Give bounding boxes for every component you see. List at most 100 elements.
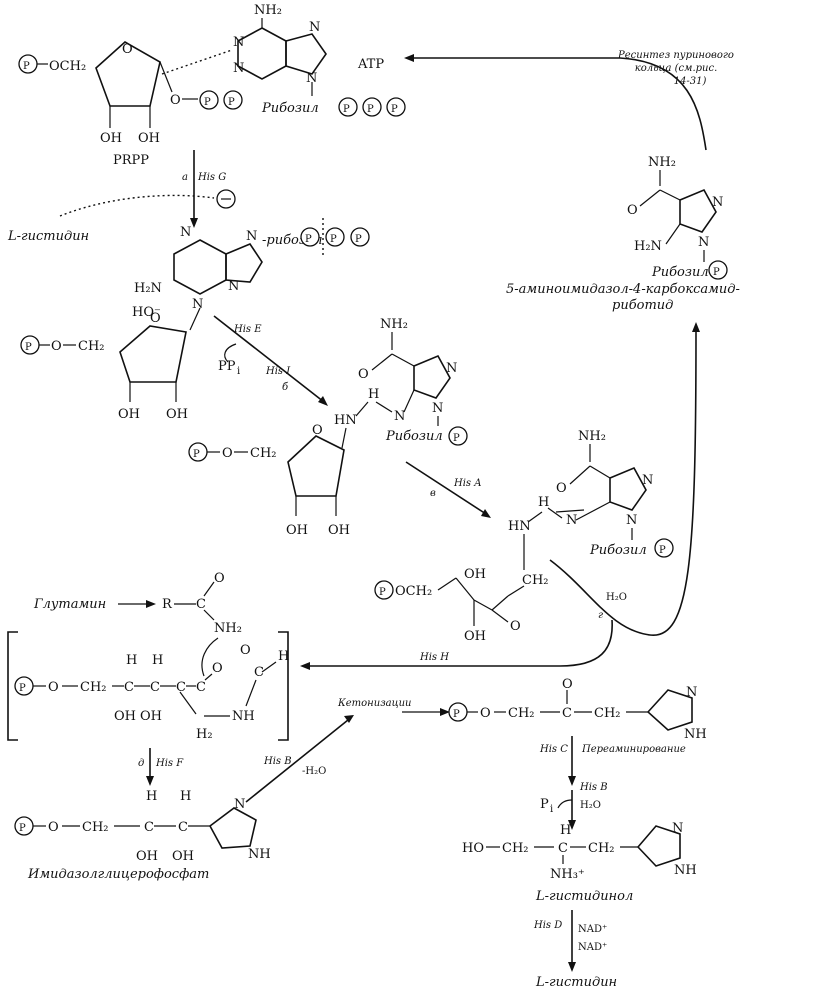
glutamine-intermediate: Глутамин R C O NH₂ P O CH₂ C C C C O H H…: [7, 571, 289, 742]
atp-structure: NH₂ N N N N Рибозил P P P ATP: [233, 3, 406, 117]
dehydration-step: His B -H₂O Кетонизации: [245, 698, 450, 803]
svg-text:O: O: [510, 619, 521, 634]
prfar-imidazole: [609, 466, 647, 511]
enzyme-his-f: His F: [155, 758, 184, 769]
svg-text:N: N: [394, 409, 405, 424]
svg-text:NH₂: NH₂: [648, 155, 676, 170]
iap-imidazole: [646, 689, 693, 731]
svg-text:P: P: [19, 823, 26, 834]
svg-text:C: C: [178, 820, 188, 835]
svg-text:NH₂: NH₂: [380, 317, 408, 332]
svg-text:P: P: [228, 97, 235, 108]
svg-text:O: O: [48, 820, 59, 835]
svg-text:C: C: [124, 680, 134, 695]
o-label: O: [170, 93, 181, 108]
svg-text:O: O: [240, 643, 251, 658]
svg-text:O: O: [222, 446, 233, 461]
pr-atp-5ring: [225, 243, 263, 283]
svg-text:H: H: [278, 649, 289, 664]
svg-text:P: P: [367, 104, 374, 115]
svg-text:N: N: [180, 225, 191, 240]
svg-text:OH: OH: [114, 709, 136, 724]
prfar-structure: NH₂ O N N Рибозил P H N HN CH₂ P OCH₂ OH…: [374, 429, 674, 644]
resynthesis-note: Ресинтез пуринового: [617, 50, 734, 61]
enzyme-his-b: His B: [263, 756, 292, 767]
ppi-label: PP: [218, 359, 236, 374]
svg-text:O: O: [562, 677, 573, 692]
pr-atp-6ring: [173, 239, 227, 295]
svg-text:NH₃⁺: NH₃⁺: [550, 867, 585, 882]
resynthesis-loop: Ресинтез пуринового кольца (см.рис. 14-3…: [404, 50, 734, 151]
svg-text:P: P: [713, 267, 720, 278]
svg-text:OH: OH: [136, 849, 158, 864]
svg-text:HN: HN: [334, 413, 357, 428]
svg-text:N: N: [642, 473, 653, 488]
svg-text:C: C: [196, 680, 206, 695]
svg-text:O: O: [48, 680, 59, 695]
atp-purine-5ring: [285, 33, 327, 75]
ribosyl-label: Рибозил: [261, 101, 319, 116]
oh-label: OH: [138, 131, 160, 146]
svg-text:NAD⁺: NAD⁺: [578, 924, 607, 935]
svg-text:CH₂: CH₂: [82, 820, 109, 835]
svg-text:C: C: [562, 706, 572, 721]
histidinol-structure: HO CH₂ C H NH₃⁺ CH₂ N NH L-гистидинол: [462, 821, 697, 904]
transamination-label: Переаминирование: [581, 744, 686, 755]
svg-text:P: P: [379, 587, 386, 598]
histidinol-label: L-гистидинол: [535, 889, 633, 904]
svg-text:OH: OH: [464, 567, 486, 582]
enzyme-his-c: His C: [539, 744, 568, 755]
svg-text:N: N: [234, 797, 245, 812]
svg-text:NH: NH: [674, 863, 697, 878]
step-v: His A в: [405, 461, 491, 518]
svg-text:O: O: [480, 706, 491, 721]
svg-text:P: P: [453, 433, 460, 444]
svg-text:H: H: [538, 495, 549, 510]
svg-text:г: г: [598, 610, 603, 621]
svg-text:O: O: [556, 481, 567, 496]
aicar-structure: NH₂ O N N H₂N Рибозил P 5-аминоимидазол-…: [506, 155, 740, 313]
enzyme-his-e: His E: [233, 324, 262, 335]
svg-text:O: O: [312, 423, 323, 438]
ribose-ring: [287, 435, 345, 497]
svg-text:-H₂O: -H₂O: [302, 766, 326, 777]
svg-text:N: N: [233, 35, 244, 50]
step-his-d: His D NAD⁺ NAD⁺ L-гистидин: [533, 910, 617, 989]
profar-imidazole: [413, 354, 451, 399]
attack-dotted-line: [161, 49, 233, 75]
svg-text:i: i: [550, 804, 553, 815]
svg-text:P: P: [330, 234, 337, 245]
svg-text:а: а: [182, 172, 188, 183]
svg-text:N: N: [432, 401, 443, 416]
och2-label: OCH₂: [49, 59, 86, 74]
svg-text:д: д: [138, 758, 144, 769]
svg-text:C: C: [196, 597, 206, 612]
enzyme-his-d: His D: [533, 920, 562, 931]
ribosyl-label: Рибозил: [651, 265, 709, 280]
resynthesis-arrow: [410, 57, 707, 151]
svg-text:OH: OH: [166, 407, 188, 422]
phosphate-label: P: [23, 61, 30, 72]
ketonization-label: Кетонизации: [337, 698, 411, 709]
atp-purine-6ring: [237, 27, 287, 80]
svg-text:O: O: [212, 661, 223, 676]
step-transamination: His C Переаминирование His B P i H₂O: [539, 736, 686, 830]
phosphate-circle: [223, 90, 243, 110]
svg-text:в: в: [430, 488, 436, 499]
svg-text:OH: OH: [328, 523, 350, 538]
svg-text:N: N: [306, 71, 317, 86]
svg-text:P: P: [19, 683, 26, 694]
svg-text:P: P: [25, 342, 32, 353]
enzyme-his-a: His A: [453, 478, 481, 489]
svg-text:P: P: [204, 97, 211, 108]
svg-text:P: P: [659, 545, 666, 556]
feedback-inhibition: [59, 194, 215, 217]
aicar-name: 5-аминоимидазол-4-карбоксамид-: [506, 282, 740, 297]
svg-text:N: N: [446, 361, 457, 376]
svg-text:NAD⁺: NAD⁺: [578, 942, 607, 953]
svg-text:O: O: [51, 339, 62, 354]
svg-text:N: N: [698, 235, 709, 250]
svg-text:OH: OH: [118, 407, 140, 422]
svg-text:H: H: [180, 789, 191, 804]
